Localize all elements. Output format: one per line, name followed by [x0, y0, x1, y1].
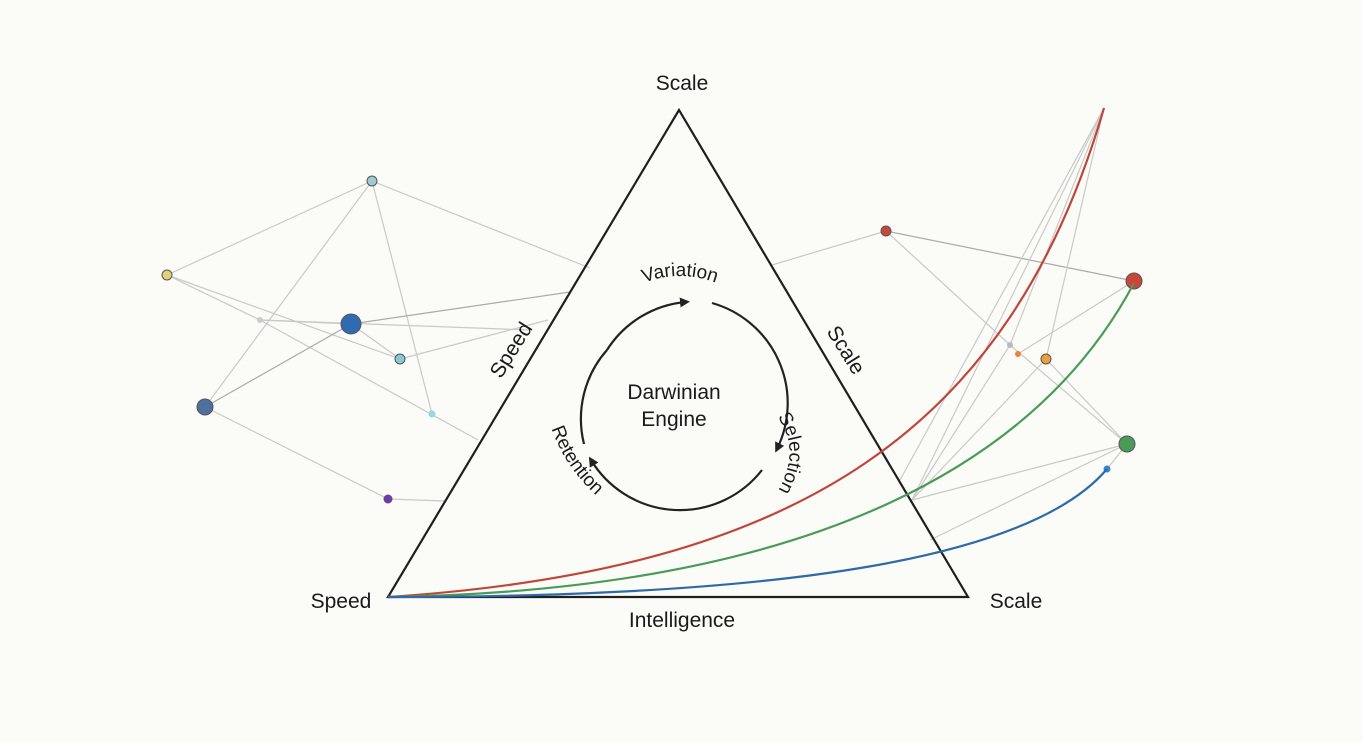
left-network [161, 175, 591, 504]
growth-curve-green [387, 282, 1135, 599]
edge-label-bottom: Intelligence [629, 609, 735, 632]
vertex-label-top: Scale [656, 72, 709, 95]
cycle-arrow-bottom [588, 456, 763, 512]
network-node [1125, 272, 1143, 290]
network-node [428, 410, 436, 418]
center-label-line2: Engine [641, 408, 706, 431]
vertex-label-right: Scale [990, 590, 1043, 613]
edge-label-right: Scale [822, 322, 869, 379]
network-node [383, 494, 393, 504]
cycle-arrow-right [711, 301, 789, 453]
network-node [366, 175, 378, 187]
growth-curve-blue [387, 468, 1108, 599]
network-node [257, 317, 263, 323]
network-node [1040, 353, 1052, 365]
growth-curve-red [387, 107, 1106, 599]
network-node [1015, 351, 1021, 357]
network-node [196, 398, 214, 416]
network-node [394, 353, 406, 365]
growth-curves [387, 107, 1135, 599]
vertex-label-left: Speed [311, 590, 372, 613]
right-network [771, 107, 1143, 541]
triangle [386, 107, 970, 599]
cycle-label-variation: Variation [639, 260, 721, 287]
center-label-line1: Darwinian [627, 381, 720, 404]
cycle-label-retention: Retention [547, 423, 608, 499]
network-node [1007, 342, 1013, 348]
cycle-arrow-left [579, 349, 608, 445]
network-node [161, 269, 173, 281]
edge-label-left: Speed [486, 318, 538, 382]
network-node [1118, 435, 1136, 453]
cycle-label-selection: Selection [773, 408, 805, 497]
network-node [880, 225, 892, 237]
cycle-arrow-top [606, 297, 690, 351]
evolution-cycle [579, 297, 789, 512]
network-node [340, 313, 362, 335]
